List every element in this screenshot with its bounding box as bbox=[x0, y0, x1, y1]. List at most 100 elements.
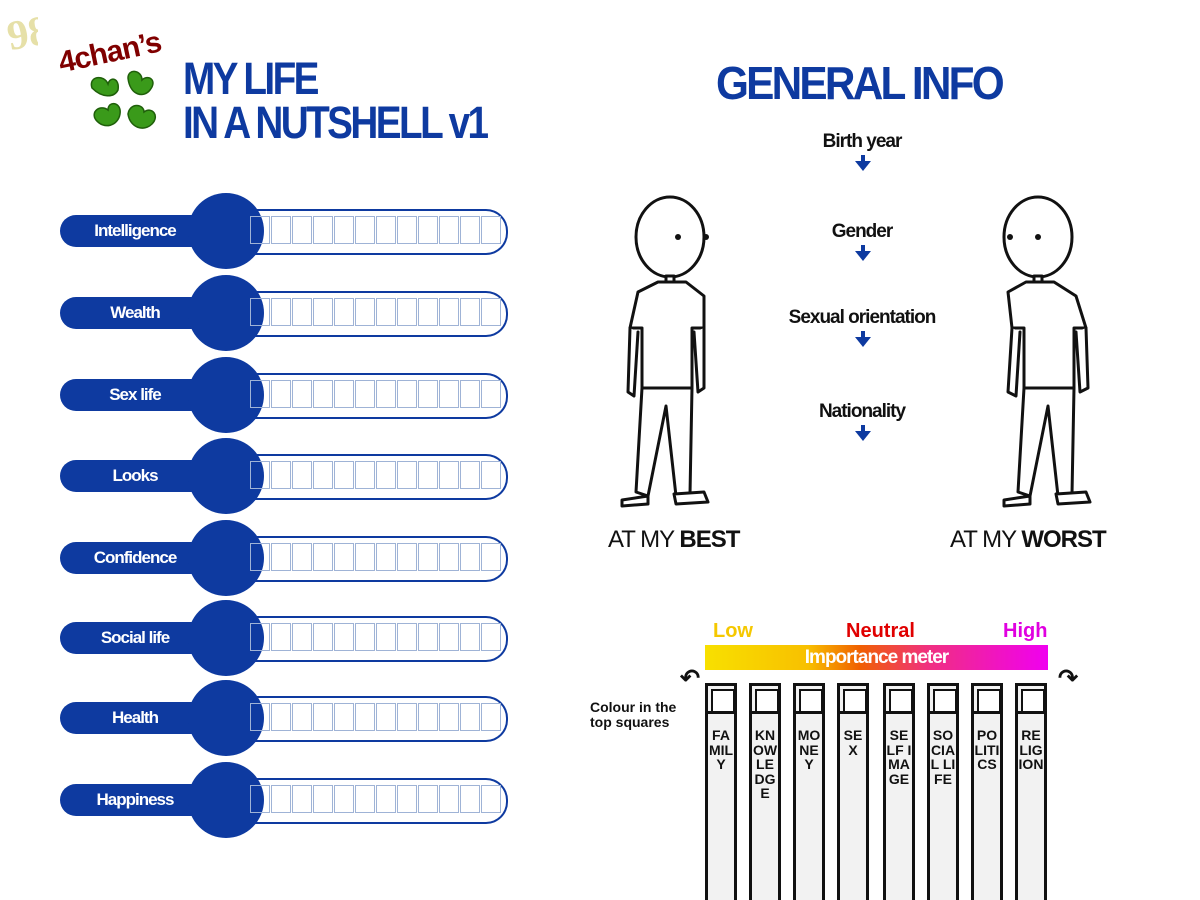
stat-cell[interactable] bbox=[334, 461, 354, 489]
stat-cell[interactable] bbox=[439, 380, 459, 408]
stat-cell[interactable] bbox=[271, 785, 291, 813]
stat-cell[interactable] bbox=[271, 461, 291, 489]
stat-cell[interactable] bbox=[439, 785, 459, 813]
importance-square[interactable] bbox=[933, 689, 957, 713]
importance-square[interactable] bbox=[799, 689, 823, 713]
stat-cell[interactable] bbox=[250, 623, 270, 651]
stat-cell[interactable] bbox=[292, 461, 312, 489]
stat-cell[interactable] bbox=[313, 216, 333, 244]
stat-cell[interactable] bbox=[397, 380, 417, 408]
stat-cell[interactable] bbox=[292, 380, 312, 408]
stat-cell[interactable] bbox=[334, 298, 354, 326]
stat-cell[interactable] bbox=[355, 216, 375, 244]
stat-cell[interactable] bbox=[376, 623, 396, 651]
stat-cell[interactable] bbox=[397, 703, 417, 731]
stat-cell[interactable] bbox=[250, 380, 270, 408]
stat-cell[interactable] bbox=[481, 380, 501, 408]
stat-cell[interactable] bbox=[271, 623, 291, 651]
importance-square[interactable] bbox=[711, 689, 735, 713]
stat-cell[interactable] bbox=[250, 785, 270, 813]
stat-cell[interactable] bbox=[397, 298, 417, 326]
stat-cell[interactable] bbox=[481, 703, 501, 731]
stat-cell[interactable] bbox=[418, 298, 438, 326]
stat-cell[interactable] bbox=[418, 461, 438, 489]
stat-cell[interactable] bbox=[334, 216, 354, 244]
stat-cell[interactable] bbox=[481, 461, 501, 489]
stat-cell[interactable] bbox=[355, 461, 375, 489]
stat-cell[interactable] bbox=[376, 461, 396, 489]
stat-cell[interactable] bbox=[250, 216, 270, 244]
stat-cell[interactable] bbox=[292, 703, 312, 731]
stat-cell[interactable] bbox=[481, 216, 501, 244]
stat-cell[interactable] bbox=[481, 623, 501, 651]
stat-cell[interactable] bbox=[439, 543, 459, 571]
stat-cell[interactable] bbox=[376, 785, 396, 813]
stat-cell[interactable] bbox=[355, 298, 375, 326]
stat-cell[interactable] bbox=[418, 785, 438, 813]
stat-cell[interactable] bbox=[439, 623, 459, 651]
stat-cell[interactable] bbox=[439, 703, 459, 731]
stat-cell[interactable] bbox=[271, 380, 291, 408]
stat-cell[interactable] bbox=[292, 298, 312, 326]
stat-cell[interactable] bbox=[250, 543, 270, 571]
stat-cell[interactable] bbox=[481, 298, 501, 326]
stat-cell[interactable] bbox=[313, 785, 333, 813]
importance-square[interactable] bbox=[1021, 689, 1045, 713]
importance-square[interactable] bbox=[977, 689, 1001, 713]
importance-square[interactable] bbox=[889, 689, 913, 713]
stat-cell[interactable] bbox=[313, 623, 333, 651]
stat-cell[interactable] bbox=[481, 785, 501, 813]
stat-cell[interactable] bbox=[334, 703, 354, 731]
stat-cell[interactable] bbox=[313, 380, 333, 408]
stat-cell[interactable] bbox=[334, 785, 354, 813]
stat-cell[interactable] bbox=[292, 216, 312, 244]
stat-cell[interactable] bbox=[334, 380, 354, 408]
stat-cell[interactable] bbox=[271, 703, 291, 731]
stat-cell[interactable] bbox=[292, 543, 312, 571]
stat-cell[interactable] bbox=[397, 216, 417, 244]
stat-cell[interactable] bbox=[271, 298, 291, 326]
stat-cell[interactable] bbox=[313, 461, 333, 489]
stat-cell[interactable] bbox=[334, 623, 354, 651]
stat-cell[interactable] bbox=[376, 298, 396, 326]
stat-cell[interactable] bbox=[481, 543, 501, 571]
stat-cell[interactable] bbox=[334, 543, 354, 571]
stat-cell[interactable] bbox=[355, 543, 375, 571]
stat-cell[interactable] bbox=[313, 543, 333, 571]
stat-cell[interactable] bbox=[439, 298, 459, 326]
stat-cell[interactable] bbox=[250, 461, 270, 489]
stat-cell[interactable] bbox=[397, 543, 417, 571]
stat-cell[interactable] bbox=[460, 623, 480, 651]
stat-cell[interactable] bbox=[271, 216, 291, 244]
stat-cell[interactable] bbox=[397, 461, 417, 489]
stat-cell[interactable] bbox=[439, 216, 459, 244]
stat-cell[interactable] bbox=[439, 461, 459, 489]
stat-cell[interactable] bbox=[376, 703, 396, 731]
stat-cell[interactable] bbox=[418, 623, 438, 651]
stat-cell[interactable] bbox=[460, 703, 480, 731]
stat-cell[interactable] bbox=[397, 785, 417, 813]
stat-cell[interactable] bbox=[250, 703, 270, 731]
stat-cell[interactable] bbox=[460, 216, 480, 244]
stat-cell[interactable] bbox=[271, 543, 291, 571]
stat-cell[interactable] bbox=[460, 785, 480, 813]
stat-cell[interactable] bbox=[376, 380, 396, 408]
stat-cell[interactable] bbox=[313, 298, 333, 326]
importance-square[interactable] bbox=[755, 689, 779, 713]
stat-cell[interactable] bbox=[313, 703, 333, 731]
importance-square[interactable] bbox=[843, 689, 867, 713]
stat-cell[interactable] bbox=[292, 785, 312, 813]
stat-cell[interactable] bbox=[250, 298, 270, 326]
stat-cell[interactable] bbox=[418, 380, 438, 408]
stat-cell[interactable] bbox=[418, 703, 438, 731]
stat-cell[interactable] bbox=[376, 543, 396, 571]
stat-cell[interactable] bbox=[460, 380, 480, 408]
stat-cell[interactable] bbox=[460, 543, 480, 571]
stat-cell[interactable] bbox=[292, 623, 312, 651]
stat-cell[interactable] bbox=[397, 623, 417, 651]
stat-cell[interactable] bbox=[355, 623, 375, 651]
stat-cell[interactable] bbox=[355, 703, 375, 731]
stat-cell[interactable] bbox=[355, 785, 375, 813]
stat-cell[interactable] bbox=[355, 380, 375, 408]
stat-cell[interactable] bbox=[418, 216, 438, 244]
